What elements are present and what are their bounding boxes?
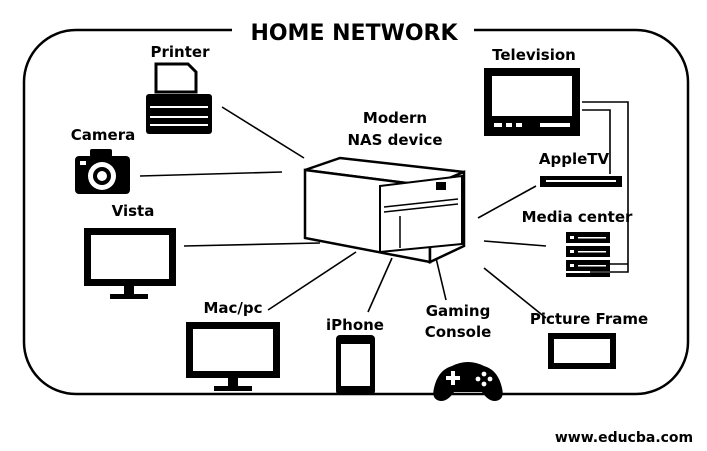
appletv-label: AppleTV [539, 150, 610, 168]
camera-icon [75, 149, 130, 194]
link-iphone [367, 257, 393, 313]
gamepad-icon [433, 362, 503, 401]
iphone-label: iPhone [326, 316, 384, 334]
gaming-label-line2: Console [425, 323, 492, 341]
link-macpc [267, 251, 357, 311]
television-label: Television [492, 46, 576, 64]
link-television-appletv [582, 109, 611, 174]
link-printer [221, 106, 305, 159]
vista-label: Vista [112, 202, 155, 220]
picture-frame-label: Picture Frame [530, 310, 648, 328]
diagram-title: HOME NETWORK [250, 21, 458, 46]
link-picture-frame [483, 267, 547, 319]
printer-icon [146, 62, 212, 134]
link-vista [183, 242, 321, 247]
gaming-label-line1: Gaming [426, 302, 491, 320]
iphone-icon [336, 335, 375, 395]
macpc-monitor-icon [186, 322, 280, 391]
media-center-icon [566, 232, 610, 277]
camera-label: Camera [71, 126, 135, 144]
picture-frame-icon [548, 333, 616, 369]
macpc-label: Mac/pc [203, 299, 262, 317]
title-backdrop [232, 14, 474, 48]
link-appletv [477, 185, 537, 219]
nas-device-icon [303, 156, 466, 264]
link-television [582, 101, 629, 273]
appletv-icon [540, 176, 622, 187]
nas-label-line1: Modern [363, 109, 427, 127]
link-gaming [435, 257, 447, 301]
vista-monitor-icon [84, 228, 176, 299]
printer-label: Printer [151, 43, 211, 61]
media-center-label: Media center [522, 208, 633, 226]
link-media-center [483, 240, 547, 247]
link-camera [139, 171, 283, 177]
television-icon [484, 68, 580, 136]
watermark: www.educba.com [555, 430, 693, 446]
nas-label-line2: NAS device [347, 131, 442, 149]
connection-lines [139, 101, 629, 319]
